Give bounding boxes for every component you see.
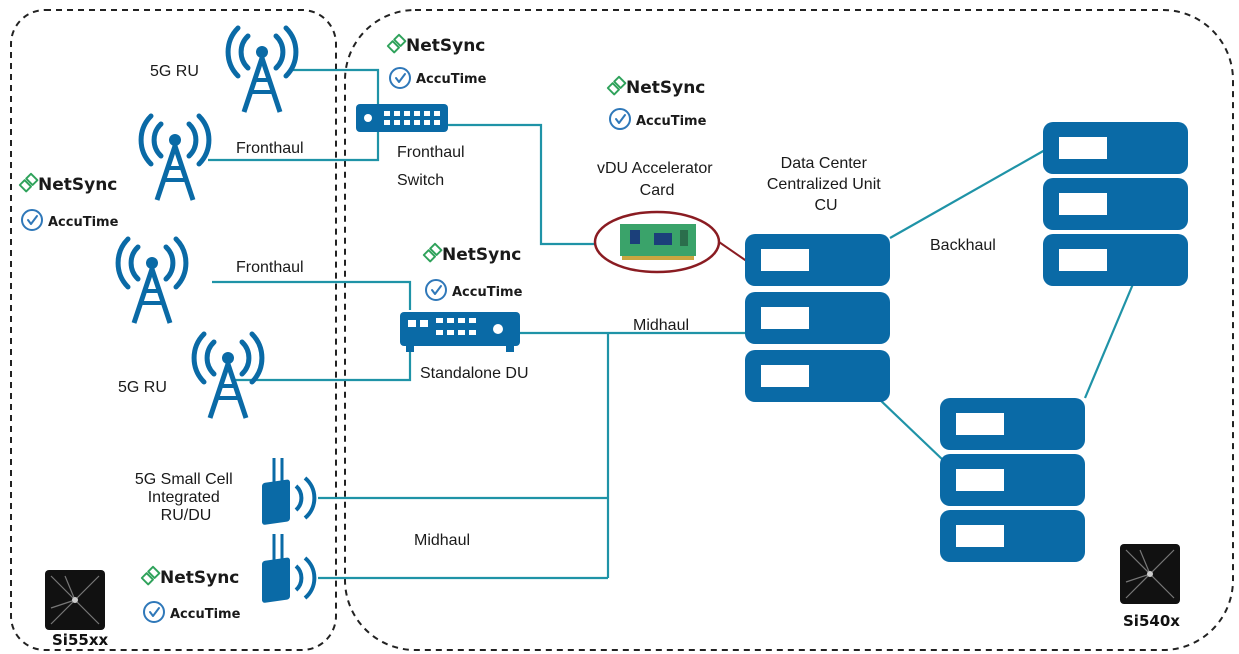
- netsync-label: NetSync: [160, 568, 239, 588]
- branding-fronthaul-switch: NetSync AccuTime: [386, 33, 487, 89]
- netsync-label: NetSync: [442, 245, 521, 265]
- accutime-label: AccuTime: [48, 215, 119, 230]
- ru-tower-icon-fronthaul: [141, 116, 209, 200]
- fronthaul-switch-icon: [356, 104, 448, 132]
- netsync-logo-icon: [606, 75, 627, 96]
- accutime-clock-icon: [143, 601, 165, 623]
- accutime-label: AccuTime: [452, 285, 523, 300]
- vdu-accelerator-card-icon: [593, 210, 749, 274]
- netsync-logo-icon: [422, 242, 443, 263]
- ru-region-boundary: [10, 9, 337, 651]
- midhaul-top-label: Midhaul: [633, 317, 689, 334]
- accutime-label: AccuTime: [416, 72, 487, 87]
- core-region-boundary: [344, 9, 1234, 651]
- data-center-label: Data Center Centralized Unit CU: [767, 155, 885, 214]
- ru-bottom-label: 5G RU: [118, 379, 167, 396]
- accutime-clock-icon: [425, 279, 447, 301]
- branding-standalone-du: NetSync AccuTime: [422, 242, 523, 301]
- network-links: [208, 68, 1135, 580]
- edge-server-1: [940, 398, 1085, 450]
- ru-tower-icon-bottom: [194, 334, 262, 418]
- netsync-label: NetSync: [626, 78, 705, 98]
- backhaul-server-3: [1043, 234, 1188, 286]
- accutime-label: AccuTime: [636, 114, 707, 129]
- cu-server-2: [745, 292, 890, 344]
- branding-vdu: NetSync AccuTime: [606, 75, 707, 130]
- small-cell-label: 5G Small Cell Integrated RU/DU: [135, 471, 237, 524]
- vdu-card-label: vDU Accelerator Card: [597, 160, 717, 199]
- si540x-chip-label: Si540x: [1123, 612, 1180, 630]
- fronthaul-mid-label: Fronthaul: [236, 259, 304, 276]
- backhaul-server-1: [1043, 122, 1188, 174]
- edge-server-2: [940, 454, 1085, 506]
- netsync-logo-icon: [140, 565, 161, 586]
- midhaul-bottom-label: Midhaul: [414, 532, 470, 549]
- netsync-logo-icon: [386, 33, 407, 54]
- accutime-clock-icon: [21, 209, 43, 231]
- si55xx-chip-icon: [44, 569, 106, 631]
- accutime-label: AccuTime: [170, 607, 241, 622]
- branding-small-cell: NetSync AccuTime: [140, 565, 241, 623]
- small-cell-icon-bottom: [262, 534, 317, 603]
- netsync-label: NetSync: [38, 175, 117, 195]
- fronthaul-switch-label: Fronthaul Switch: [397, 144, 469, 189]
- branding-ru: NetSync AccuTime: [18, 172, 119, 231]
- standalone-du-label: Standalone DU: [420, 365, 529, 382]
- backhaul-label: Backhaul: [930, 237, 996, 254]
- standalone-du-icon: [400, 312, 520, 352]
- si55xx-chip-label: Si55xx: [52, 631, 108, 649]
- si540x-chip-icon: [1119, 543, 1181, 605]
- netsync-label: NetSync: [406, 36, 485, 56]
- backhaul-server-2: [1043, 178, 1188, 230]
- edge-server-3: [940, 510, 1085, 562]
- ru-top-label: 5G RU: [150, 63, 199, 80]
- accutime-clock-icon: [389, 67, 411, 89]
- fronthaul-top-label: Fronthaul: [236, 140, 304, 157]
- cu-server-3: [745, 350, 890, 402]
- cu-server-1: [745, 234, 890, 286]
- ru-tower-icon-top: [228, 28, 296, 112]
- netsync-logo-icon: [18, 172, 39, 193]
- small-cell-icon-top: [262, 458, 317, 525]
- accutime-clock-icon: [609, 108, 631, 130]
- ru-tower-icon-mid: [118, 239, 186, 323]
